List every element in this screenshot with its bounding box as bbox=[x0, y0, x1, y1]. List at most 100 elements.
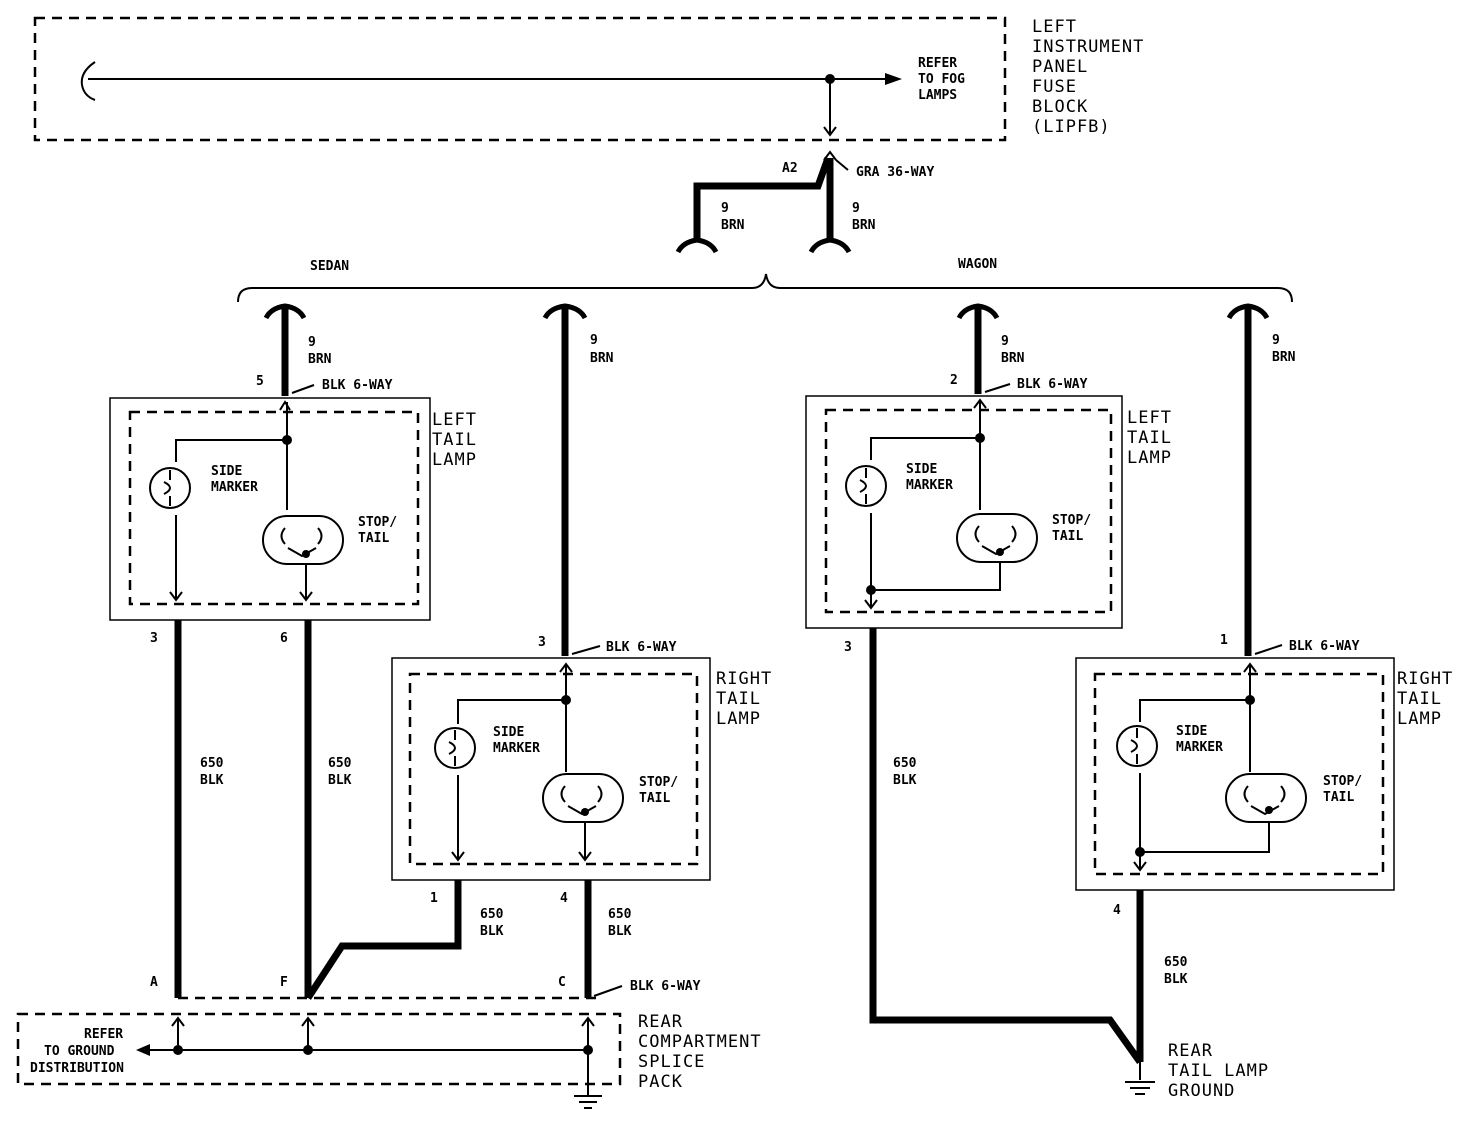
pin-label: 1 bbox=[430, 891, 438, 906]
fuse-block-name-line1: LEFT bbox=[1032, 17, 1077, 37]
stop-tail-label-line2: TAIL bbox=[358, 531, 389, 546]
arrow-left-icon bbox=[136, 1044, 150, 1056]
internal-wire bbox=[1140, 822, 1270, 853]
connector-arrow-icon bbox=[301, 1016, 315, 1027]
fuse-block-name-line3: PANEL bbox=[1032, 57, 1088, 77]
leader-line bbox=[1254, 644, 1283, 655]
splice-node bbox=[302, 550, 310, 558]
lamp-name-line2: TAIL bbox=[1127, 428, 1172, 448]
stop-tail-label-line2: TAIL bbox=[1323, 790, 1354, 805]
ground-refer-line2: TO GROUND bbox=[44, 1044, 115, 1059]
wire-num-label: 9 bbox=[308, 335, 316, 350]
ground-icon bbox=[1125, 1081, 1155, 1095]
stop-tail-label-line1: STOP/ bbox=[1323, 774, 1362, 789]
pin-label: 4 bbox=[560, 891, 568, 906]
lamp-housing-outline bbox=[128, 410, 420, 606]
wire-color-label: BRN bbox=[590, 351, 614, 366]
connector-arrow-icon bbox=[171, 1016, 185, 1027]
connector-label: BLK 6-WAY bbox=[1017, 377, 1088, 392]
wagon-label: WAGON bbox=[958, 257, 997, 272]
lamp-name-line1: RIGHT bbox=[1397, 669, 1453, 689]
pin-label: 3 bbox=[844, 640, 852, 655]
splice-node bbox=[1135, 847, 1145, 857]
leader-line bbox=[835, 159, 849, 171]
stop-tail-label-line2: TAIL bbox=[639, 791, 670, 806]
pin-label: 4 bbox=[1113, 903, 1121, 918]
wire-color-label: BLK bbox=[328, 773, 352, 788]
wire-num-label: 650 bbox=[1164, 955, 1188, 970]
gra-connector-label: GRA 36-WAY bbox=[856, 165, 934, 180]
internal-wire bbox=[1139, 699, 1250, 722]
variant-brace: SEDAN WAGON bbox=[237, 257, 1293, 303]
wire-color-label: BLK bbox=[200, 773, 224, 788]
side-marker-bulb-icon bbox=[1116, 725, 1158, 767]
connector-arrow-icon bbox=[169, 591, 183, 602]
stop-tail-label-line2: TAIL bbox=[1052, 529, 1083, 544]
feed-wires: 9 BRN 9 BRN bbox=[675, 156, 876, 254]
fuse-block-break-symbol bbox=[80, 61, 96, 101]
connector-label: BLK 6-WAY bbox=[630, 979, 701, 994]
wire-num-label: 650 bbox=[480, 907, 504, 922]
connector-outline bbox=[1075, 657, 1395, 891]
fuse-block-name-line4: FUSE bbox=[1032, 77, 1077, 97]
side-marker-label-line2: MARKER bbox=[1176, 740, 1223, 755]
side-marker-bulb-icon bbox=[434, 727, 476, 769]
side-marker-label-line2: MARKER bbox=[211, 480, 258, 495]
wire-color-label: BRN bbox=[852, 218, 876, 233]
connector-arrow-icon bbox=[864, 599, 878, 610]
wire-num-label: 650 bbox=[893, 756, 917, 771]
internal-wire bbox=[871, 562, 1001, 591]
wire-break-symbol bbox=[675, 237, 719, 254]
splice-node bbox=[581, 808, 589, 816]
splice-name-line3: SPLICE bbox=[638, 1052, 705, 1072]
brace-line bbox=[237, 273, 1293, 303]
sedan-label: SEDAN bbox=[310, 259, 349, 274]
connector-arrow-icon bbox=[581, 1016, 595, 1027]
splice-node bbox=[303, 1045, 313, 1055]
bulb-filament-icon bbox=[448, 730, 456, 766]
splice-node bbox=[996, 548, 1004, 556]
lamp-name-line1: RIGHT bbox=[716, 669, 772, 689]
side-marker-label-line1: SIDE bbox=[1176, 724, 1207, 739]
ground-name-line3: GROUND bbox=[1168, 1081, 1235, 1101]
pin-a2-label: A2 bbox=[782, 161, 798, 176]
ground-name-line2: TAIL LAMP bbox=[1168, 1061, 1269, 1081]
connector-arrow-icon bbox=[578, 851, 592, 862]
side-marker-bulb-icon bbox=[845, 465, 887, 507]
bulb-filament-icon bbox=[163, 470, 171, 506]
internal-wire bbox=[870, 437, 980, 460]
connector-outline bbox=[109, 397, 431, 621]
side-marker-bulb-icon bbox=[149, 467, 191, 509]
pin-label: 5 bbox=[256, 374, 264, 389]
sedan-feed-wire bbox=[693, 156, 832, 240]
side-marker-label-line1: SIDE bbox=[211, 464, 242, 479]
fuse-block-name-line6: (LIPFB) bbox=[1032, 117, 1111, 137]
wire-num-label: 650 bbox=[608, 907, 632, 922]
stop-tail-bulb-icon bbox=[542, 773, 624, 823]
lamp-name-line3: LAMP bbox=[716, 709, 761, 729]
stop-tail-label-line1: STOP/ bbox=[358, 515, 397, 530]
rear-compartment-splice-pack: A F C BLK 6-WAY REFER TO GROUND DISTRIBU… bbox=[16, 975, 761, 1109]
connector-outline bbox=[805, 395, 1123, 629]
pin-label: 6 bbox=[280, 631, 288, 646]
connector-label: BLK 6-WAY bbox=[322, 378, 393, 393]
pin-label: A bbox=[150, 975, 158, 990]
wire-color-label: BRN bbox=[1272, 350, 1296, 365]
splice-name-line1: REAR bbox=[638, 1012, 683, 1032]
wire-color-label: BLK bbox=[480, 924, 504, 939]
bulb-filament-icon bbox=[1243, 785, 1286, 816]
bulb-filament-icon bbox=[560, 785, 603, 816]
wire-num-label: 9 bbox=[721, 201, 729, 216]
side-marker-label-line1: SIDE bbox=[493, 725, 524, 740]
wagon-left-ground-wire bbox=[869, 628, 1143, 1065]
ground-icon bbox=[574, 1095, 602, 1109]
splice-name-line4: PACK bbox=[638, 1072, 683, 1092]
wire-color-label: BLK bbox=[893, 773, 917, 788]
arrow-right-icon bbox=[885, 73, 902, 85]
wire-color-label: BLK bbox=[608, 924, 632, 939]
wire-num-label: 9 bbox=[590, 333, 598, 348]
lamp-name-line1: LEFT bbox=[432, 410, 477, 430]
pin-label: F bbox=[280, 975, 288, 990]
connector-outline bbox=[391, 657, 711, 881]
lamp-name-line2: TAIL bbox=[1397, 689, 1442, 709]
